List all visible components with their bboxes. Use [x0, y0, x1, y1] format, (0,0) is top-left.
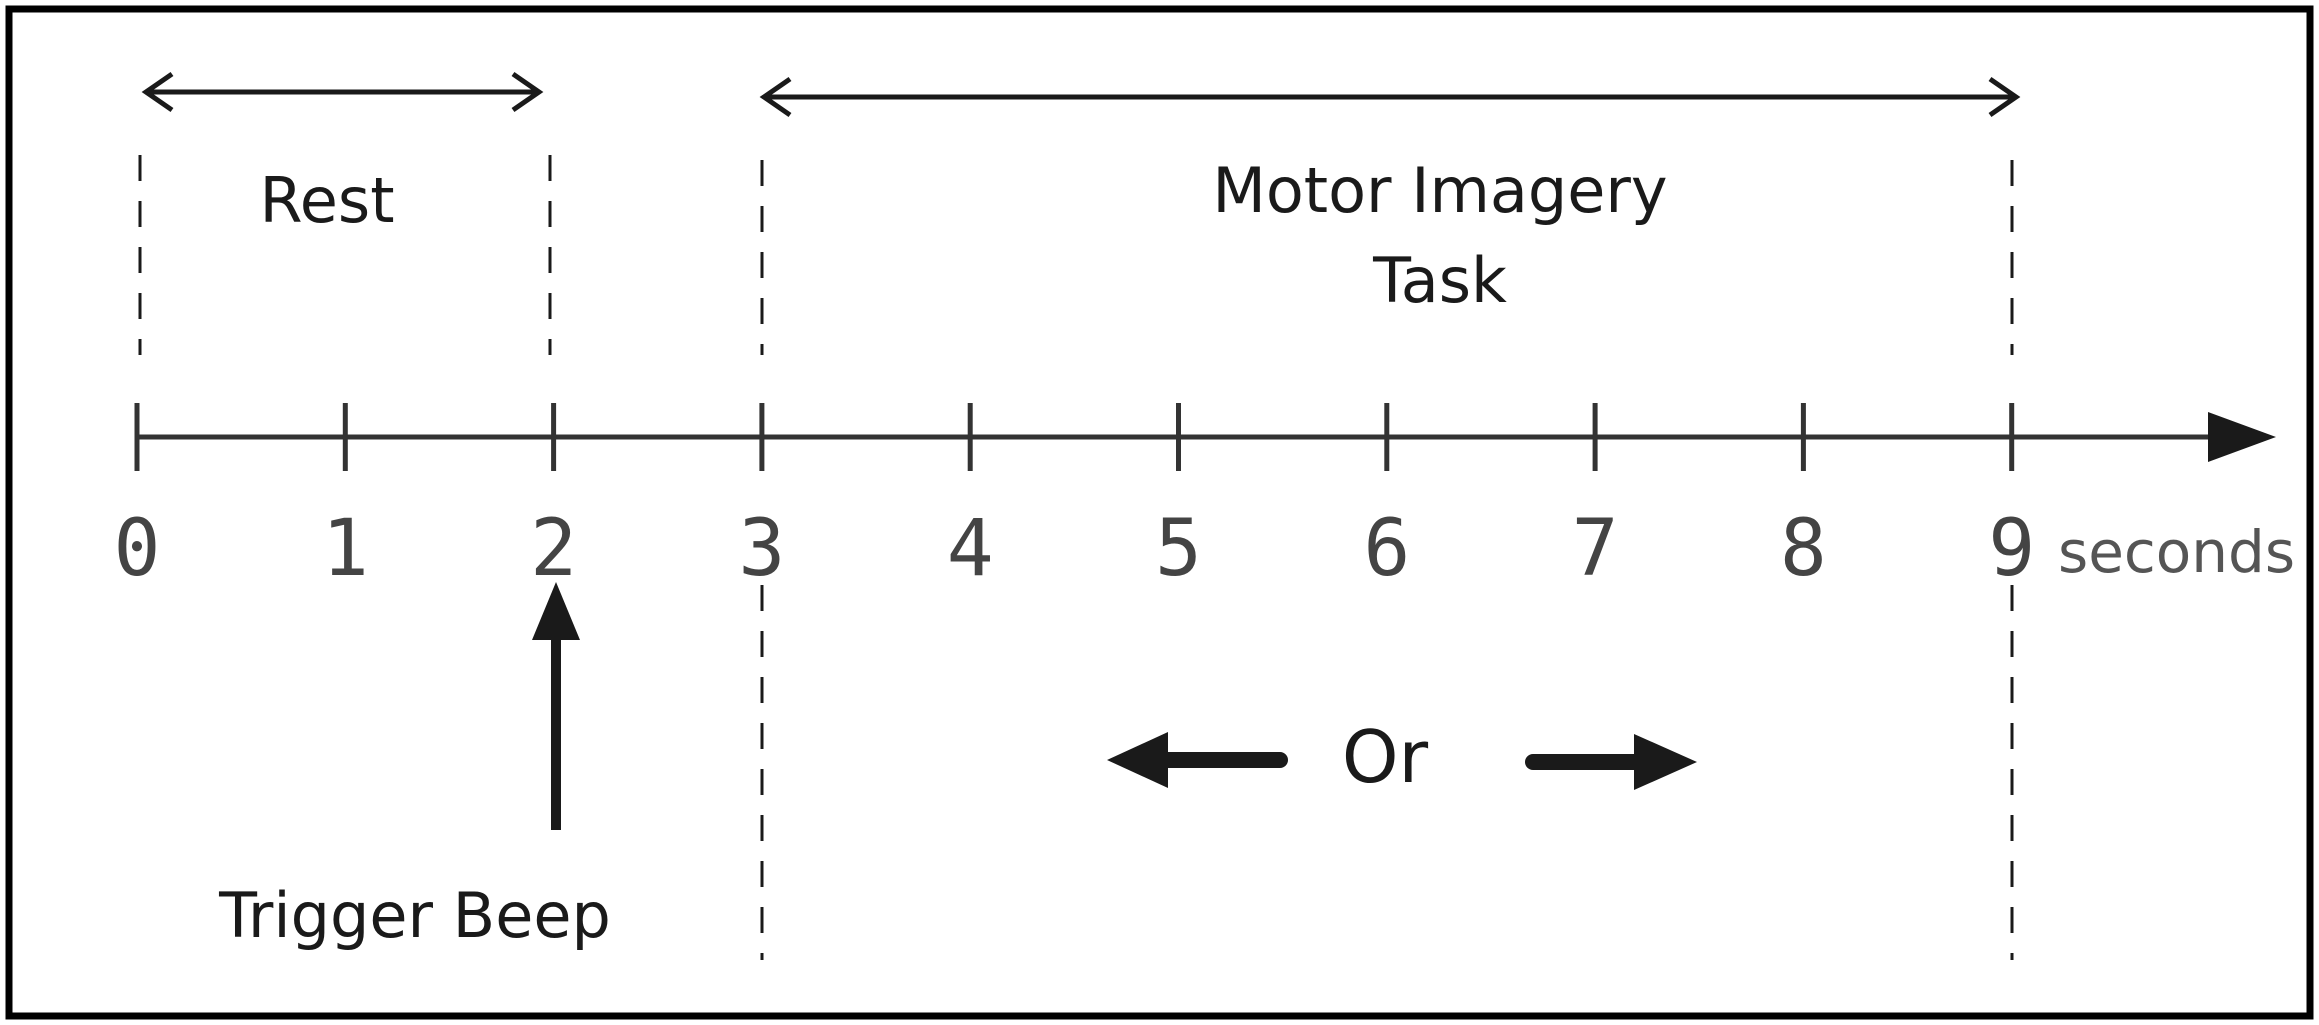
- axis-tick-label: 1: [322, 504, 369, 594]
- task-label: Task: [1372, 244, 1507, 317]
- motor-imagery-label: Motor Imagery: [1212, 154, 1667, 227]
- axis-tick-label: 2: [530, 504, 577, 594]
- axis-tick-label: 4: [947, 504, 994, 594]
- rest-span-arrow: [141, 71, 544, 113]
- frame-border: [5, 5, 2314, 1020]
- left-arrow-icon: [1107, 732, 1288, 788]
- axis-tick-marks: [134, 403, 2015, 471]
- axis-tick-label: 3: [738, 504, 785, 594]
- unit-label: seconds: [2058, 518, 2295, 586]
- or-label: Or: [1342, 715, 1429, 799]
- trigger-beep-label: Trigger Beep: [218, 879, 611, 952]
- axis-tick-label: 0: [114, 504, 161, 594]
- axis-tick-label: 7: [1572, 504, 1619, 594]
- axis-tick-label: 9: [1988, 504, 2035, 594]
- trigger-arrow: [532, 582, 580, 830]
- right-arrow-icon: [1525, 734, 1697, 790]
- time-axis-arrowhead: [2208, 412, 2276, 462]
- axis-tick-label: 8: [1780, 504, 1827, 594]
- axis-tick-label: 5: [1155, 504, 1202, 594]
- rest-label: Rest: [259, 164, 394, 237]
- motor-imagery-span-arrow: [759, 76, 2021, 118]
- axis-tick-label: 6: [1363, 504, 1410, 594]
- axis-tick-labels: 0 1 2 3 4 5 6 7 8 9: [114, 504, 2036, 594]
